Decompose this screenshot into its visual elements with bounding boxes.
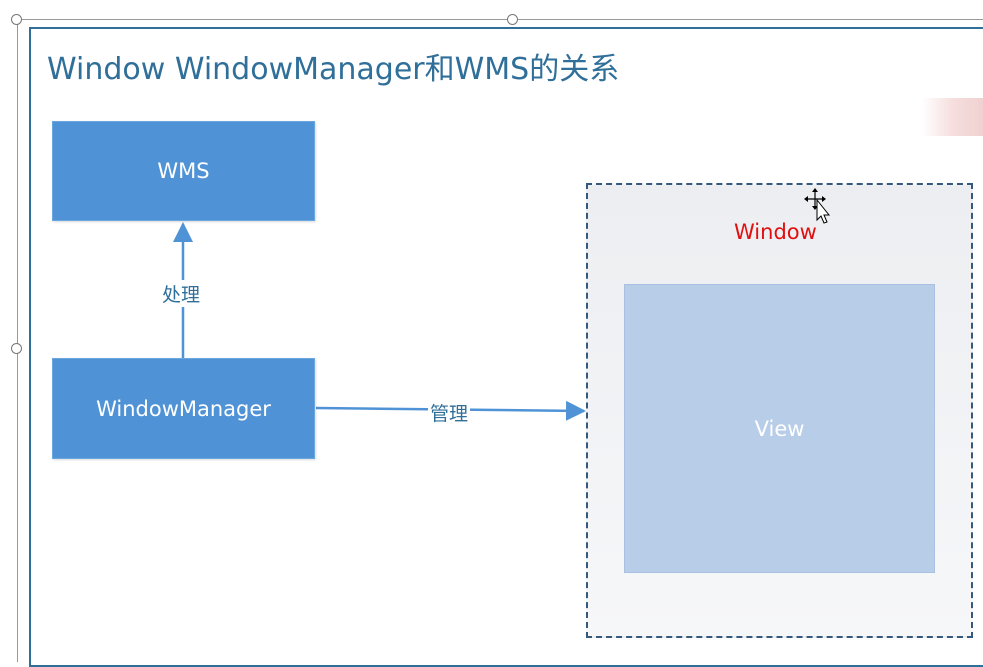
manage-edge-label: 管理	[428, 399, 471, 426]
resize-handle-top-center[interactable]	[507, 14, 518, 25]
wms-node[interactable]: WMS	[52, 121, 315, 221]
selection-border-left	[17, 19, 18, 662]
move-cursor-icon	[804, 188, 831, 224]
handle-edge-label: 处理	[160, 280, 203, 307]
decorative-blur	[922, 98, 983, 136]
window-manager-node[interactable]: WindowManager	[52, 358, 315, 459]
wms-node-label: WMS	[157, 159, 210, 183]
window-label: Window	[734, 220, 817, 244]
selection-border-top	[17, 19, 983, 20]
view-node[interactable]: View	[624, 284, 935, 573]
view-node-label: View	[754, 416, 805, 441]
resize-handle-middle-left[interactable]	[11, 343, 22, 354]
slide-title: Window WindowManager和WMS的关系	[47, 52, 620, 87]
resize-handle-top-left[interactable]	[11, 14, 22, 25]
window-manager-node-label: WindowManager	[96, 396, 271, 421]
